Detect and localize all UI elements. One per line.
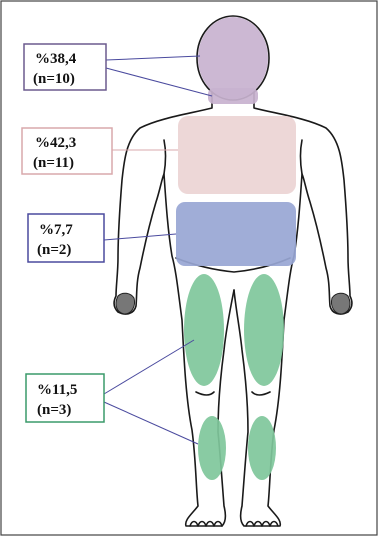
label-legs: %11,5 (n=3) <box>26 374 104 422</box>
neck-region <box>198 17 268 99</box>
right-thigh-region <box>244 274 284 386</box>
label-neck-percent: %38,4 <box>35 51 77 67</box>
abdomen-region <box>176 202 296 266</box>
abdomen-leader-line <box>104 234 176 240</box>
right-armpit-line <box>301 140 303 174</box>
label-abdomen-count: (n=2) <box>37 242 71 258</box>
label-chest-percent: %42,3 <box>35 135 76 151</box>
label-abdomen-percent: %7,7 <box>39 222 73 238</box>
label-legs-percent: %11,5 <box>37 382 77 398</box>
right-calf-region <box>248 416 276 480</box>
left-thigh-region <box>184 274 224 386</box>
right-hand-icon <box>331 293 350 314</box>
label-chest-count: (n=11) <box>33 155 74 171</box>
neck-region-strip <box>208 88 258 104</box>
left-calf-region <box>198 416 226 480</box>
right-knee-mark <box>252 392 270 395</box>
label-legs-count: (n=3) <box>37 402 71 418</box>
label-neck-count: (n=10) <box>33 71 75 87</box>
chest-region <box>178 116 296 194</box>
left-hand-icon <box>116 293 135 314</box>
label-neck: %38,4 (n=10) <box>24 44 106 90</box>
left-armpit-line <box>164 140 166 174</box>
neck-leader-line-upper <box>106 56 200 60</box>
neck-leader-line-lower <box>106 68 212 96</box>
label-chest: %42,3 (n=11) <box>22 128 112 174</box>
left-knee-mark <box>196 392 214 395</box>
legs-leader-line-upper <box>104 340 194 394</box>
legs-leader-line-lower <box>104 402 198 444</box>
label-abdomen: %7,7 (n=2) <box>28 214 104 262</box>
